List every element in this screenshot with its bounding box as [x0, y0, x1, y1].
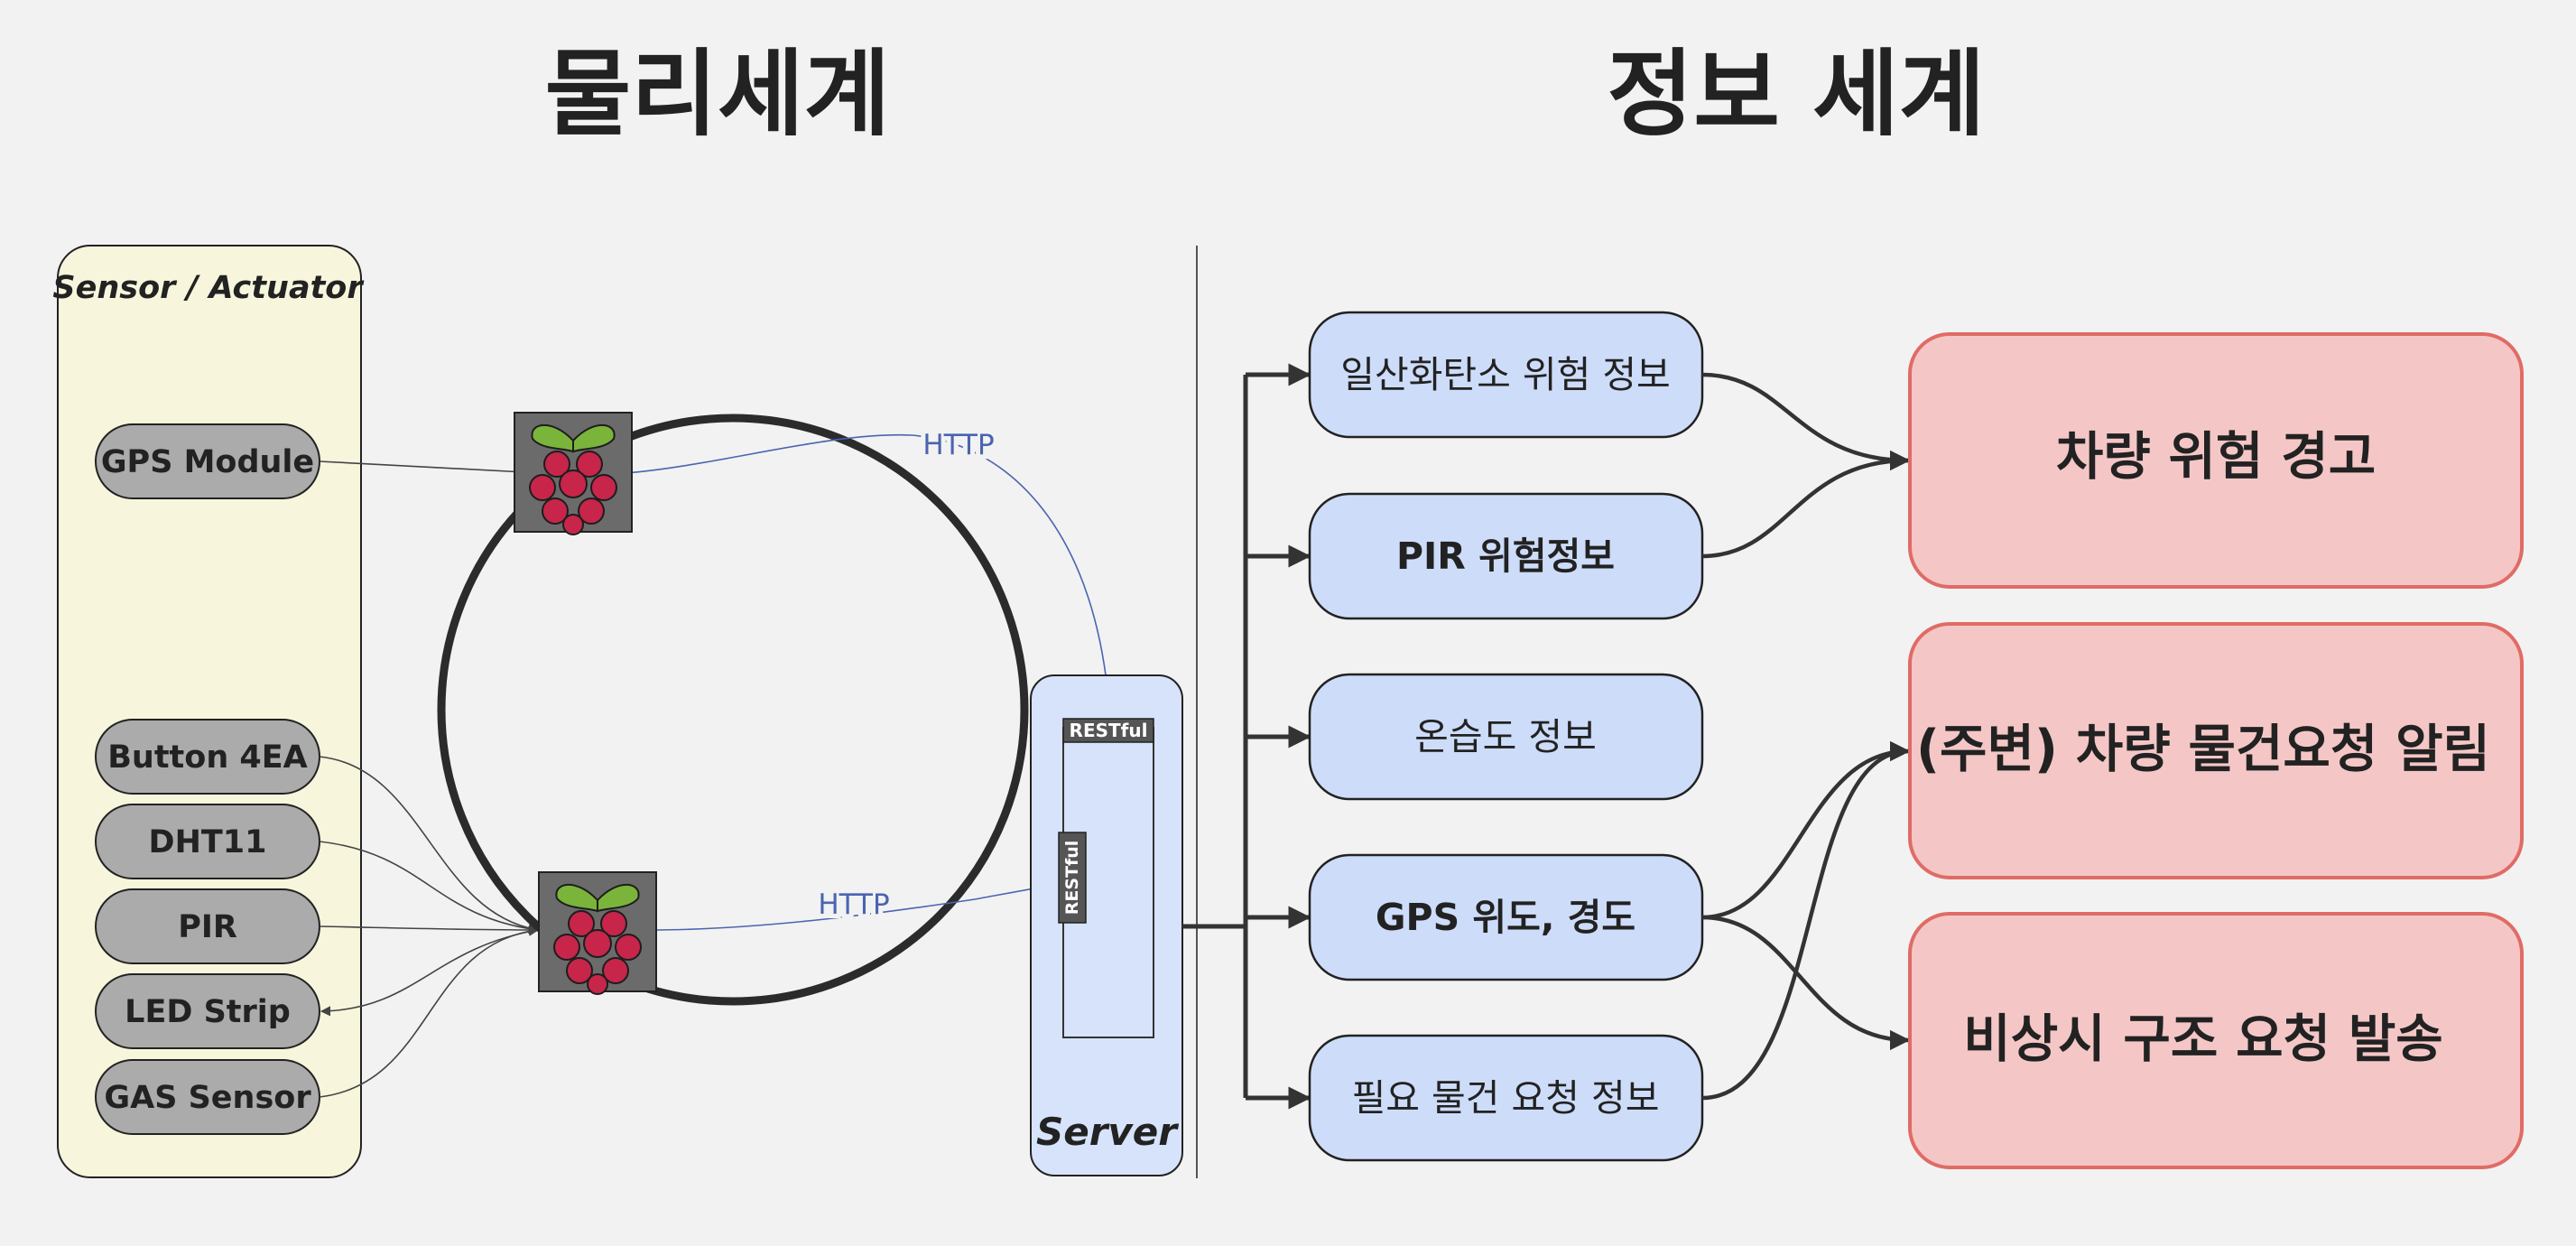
- device-led-strip[interactable]: LED Strip: [95, 973, 320, 1049]
- dht11-to-pi-connection: [319, 841, 540, 934]
- restful-top-tag: [1062, 718, 1154, 743]
- http-link-top: [625, 433, 1111, 723]
- restful-side-tag: [1058, 832, 1087, 924]
- info-box-gps[interactable]: GPS 위도, 경도: [1308, 853, 1704, 981]
- info-box-temp-humidity[interactable]: 온습도 정보: [1308, 673, 1704, 801]
- device-gas-sensor[interactable]: GAS Sensor: [95, 1059, 320, 1135]
- info-box-label: 온습도 정보: [1414, 715, 1597, 758]
- info-box-label: 일산화탄소 위험 정보: [1340, 353, 1671, 396]
- info-box-label: GPS 위도, 경도: [1376, 896, 1635, 939]
- pi-to-led-connection: [320, 929, 539, 1017]
- device-connections: [319, 460, 540, 1098]
- sensor-panel-title: Sensor / Actuator: [52, 270, 365, 306]
- network-loop: [437, 414, 1029, 1006]
- restful-top-label: RESTful: [1070, 720, 1148, 741]
- info-box-list: 일산화탄소 위험 정보 PIR 위험정보 온습도 정보 GPS 위도, 경도 필…: [1308, 311, 1704, 1162]
- raspberry-pi-bottom-icon: [538, 871, 657, 995]
- outcome-item-request-alert[interactable]: (주변) 차량 물건요청 알림: [1908, 622, 2524, 879]
- request-to-item-alert: [1701, 740, 1911, 1101]
- co-to-warning: [1701, 372, 1911, 471]
- info-box-label: 필요 물건 요청 정보: [1352, 1076, 1660, 1120]
- device-dht11[interactable]: DHT11: [95, 804, 320, 879]
- device-list: GPS Module Button 4EA DHT11 PIR LED Stri…: [95, 423, 320, 1135]
- device-button-4ea[interactable]: Button 4EA: [95, 719, 320, 795]
- outcome-connectors: [1701, 372, 1911, 1101]
- device-label: GPS Module: [101, 444, 314, 480]
- info-box-label: PIR 위험정보: [1396, 535, 1615, 578]
- server-box: RESTful RESTful Server: [1030, 674, 1183, 1176]
- device-label: LED Strip: [125, 994, 291, 1030]
- server-fanout: [1182, 363, 1311, 1110]
- info-box-co-danger[interactable]: 일산화탄소 위험 정보: [1308, 311, 1704, 439]
- raspberry-pi-top-icon: [514, 412, 633, 535]
- outcome-box-list: 차량 위험 경고 (주변) 차량 물건요청 알림 비상시 구조 요청 발송: [1908, 332, 2524, 1169]
- info-box-item-request[interactable]: 필요 물건 요청 정보: [1308, 1034, 1704, 1162]
- pir-to-pi-connection: [319, 925, 540, 935]
- button-to-pi-connection: [319, 756, 540, 934]
- http-label-top: HTTP: [922, 429, 994, 461]
- gas-to-pi-connection: [319, 925, 540, 1098]
- device-label: Button 4EA: [107, 739, 308, 776]
- http-label-bottom: HTTP: [818, 888, 889, 921]
- information-world-title: 정보 세계: [1608, 39, 1986, 149]
- device-pir[interactable]: PIR: [95, 888, 320, 964]
- gps-to-item-alert: [1701, 740, 1911, 920]
- device-label: DHT11: [149, 824, 267, 860]
- device-label: PIR: [178, 909, 237, 945]
- pir-to-warning: [1701, 450, 1911, 559]
- device-label: GAS Sensor: [104, 1080, 311, 1116]
- gps-to-pi-connection: [319, 460, 527, 478]
- outcome-label: (주변) 차량 물건요청 알림: [1916, 720, 2490, 779]
- outcome-vehicle-warning[interactable]: 차량 위험 경고: [1908, 332, 2524, 589]
- outcome-rescue-request[interactable]: 비상시 구조 요청 발송: [1908, 912, 2524, 1169]
- restful-side-label: RESTful: [1062, 841, 1082, 916]
- physical-world-title: 물리세계: [545, 39, 891, 149]
- outcome-label: 차량 위험 경고: [2056, 427, 2376, 487]
- gps-to-rescue: [1701, 915, 1911, 1051]
- server-label: Server: [1036, 1110, 1179, 1154]
- outcome-label: 비상시 구조 요청 발송: [1963, 1009, 2443, 1069]
- device-gps-module[interactable]: GPS Module: [95, 423, 320, 499]
- info-box-pir-danger[interactable]: PIR 위험정보: [1308, 492, 1704, 620]
